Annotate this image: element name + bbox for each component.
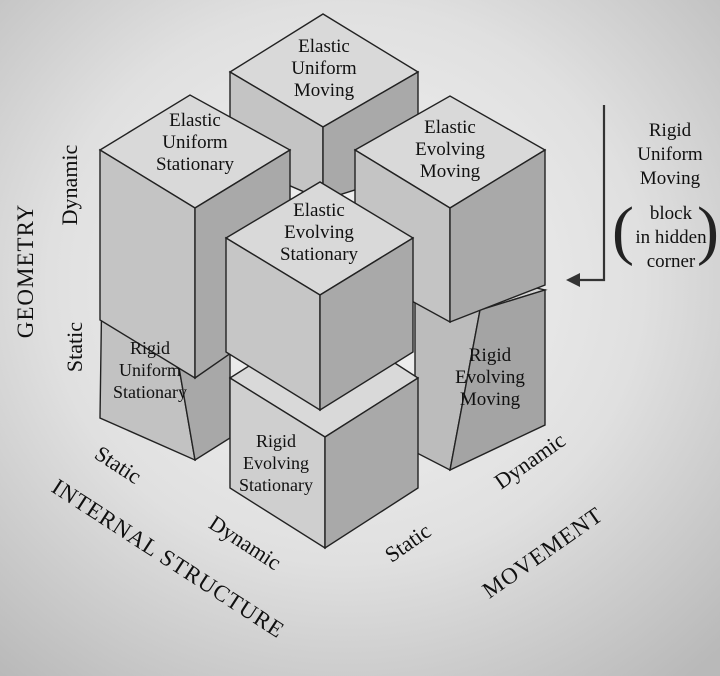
note-paren-line-1: block bbox=[649, 203, 693, 224]
hidden-corner-arrow bbox=[566, 105, 606, 287]
note-line-3: Moving bbox=[639, 168, 701, 189]
left-paren: ( bbox=[612, 194, 634, 267]
axis-label-geometry-static: Static bbox=[62, 321, 87, 373]
right-paren: ) bbox=[697, 194, 719, 267]
note-paren-line-2: in hidden bbox=[635, 227, 707, 248]
label-elastic-evolving-moving: Elastic Evolving Moving bbox=[415, 117, 485, 182]
label-elastic-uniform-stationary: Elastic Uniform Stationary bbox=[155, 110, 235, 175]
note-line-2: Uniform bbox=[637, 144, 703, 165]
label-rigid-evolving-stationary: Rigid Evolving Stationary bbox=[239, 431, 313, 495]
label-rigid-evolving-moving: Rigid Evolving Moving bbox=[455, 345, 525, 410]
note-line-1: Rigid bbox=[648, 120, 692, 141]
label-elastic-uniform-moving: Elastic Uniform Moving bbox=[291, 36, 357, 101]
block-elastic-evolving-stationary bbox=[224, 181, 415, 412]
note-paren-line-3: corner bbox=[646, 251, 696, 272]
label-rigid-uniform-stationary: Rigid Uniform Stationary bbox=[113, 338, 187, 402]
block-elastic-uniform-stationary bbox=[98, 94, 292, 380]
label-elastic-evolving-stationary: Elastic Evolving Stationary bbox=[279, 200, 359, 265]
axis-title-geometry: GEOMETRY bbox=[13, 203, 38, 339]
axis-label-geometry-dynamic: Dynamic bbox=[57, 144, 82, 226]
